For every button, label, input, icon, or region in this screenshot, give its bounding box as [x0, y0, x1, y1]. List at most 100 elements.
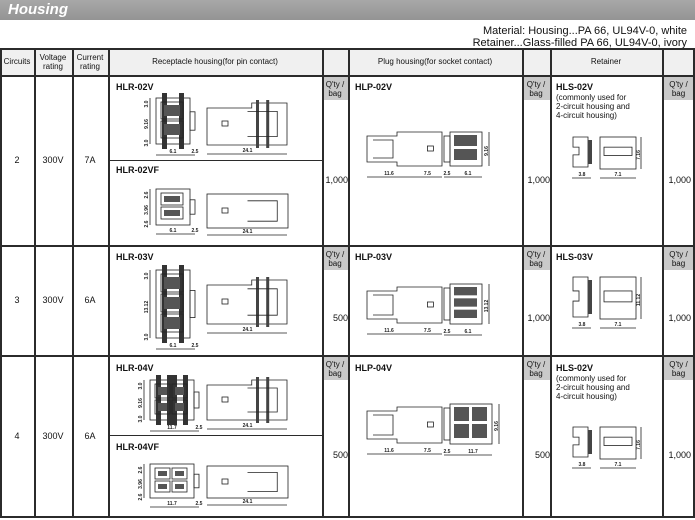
qty-header: Q'ty / bag [522, 245, 550, 270]
receptacle-qty: 1,000 [325, 175, 348, 185]
dimension-label: 3.96 [144, 205, 150, 215]
receptacle-qty: 500 [332, 450, 348, 460]
dimension-label: 2.5 [444, 329, 451, 335]
retainer-qty: 1,000 [668, 313, 691, 323]
retainer-note: (commonly used for [556, 374, 627, 383]
dimension-label: 3.0 [144, 100, 150, 107]
retainer-part-number: HLS-03V [556, 252, 594, 262]
column-divider [662, 48, 664, 516]
column-divider [72, 48, 74, 516]
dimension-label: 24.1 [243, 423, 253, 429]
dimension-label: 6.1 [170, 343, 177, 349]
retainer-front-view: 11.12 7.1 [599, 276, 642, 329]
retainer-part-number: HLS-02V [556, 363, 594, 373]
dimension-label: 13.12 [484, 300, 490, 313]
dimension-label: 3.8 [579, 462, 586, 468]
dimension-label: 24.1 [243, 229, 253, 235]
voltage-value: 300V [42, 155, 64, 165]
dimension-label: 7.5 [424, 171, 431, 177]
dimension-label: 2.6 [144, 191, 150, 198]
dimension-label: 11.7 [167, 501, 177, 507]
dimension-label: 6.1 [465, 171, 472, 177]
dimension-label: 7.1 [615, 322, 622, 328]
column-divider [348, 48, 350, 516]
dimension-label: 11.12 [636, 294, 642, 306]
qty-header: Q'ty / bag [522, 355, 550, 380]
dimension-label: 2.6 [138, 493, 144, 500]
retainer-part-number: HLS-02V [556, 82, 594, 92]
dimension-label: 2.5 [192, 149, 199, 155]
header-voltage: Voltage rating [39, 52, 67, 71]
circuits-value: 2 [14, 155, 20, 165]
dimension-label: 7.16 [636, 440, 642, 450]
material-housing: Material: Housing...PA 66, UL94V-0, whit… [482, 25, 687, 37]
receptacle-part-number: HLR-02VF [116, 165, 160, 175]
qty-header: Q'ty / bag [662, 245, 695, 270]
receptacle-side-view: 24.1 [206, 100, 288, 155]
header-current: Current rating [76, 52, 104, 71]
qty-header: Q'ty / bag [322, 245, 348, 270]
receptacle-side-view: 24.1 [206, 277, 288, 334]
dimension-label: 24.1 [243, 148, 253, 154]
receptacle-part-number: HLR-04VF [116, 442, 160, 452]
row-divider [0, 355, 695, 357]
sub-row-divider [108, 160, 322, 162]
column-divider [322, 48, 324, 516]
dimension-label: 3.8 [579, 322, 586, 328]
voltage-value: 300V [42, 430, 64, 441]
retainer-qty: 1,000 [668, 175, 691, 185]
dimension-label: 2.6 [144, 220, 150, 227]
voltage-value: 300V [42, 295, 64, 305]
plug-part-number: HLP-04V [355, 363, 393, 373]
dimension-label: 7.1 [615, 462, 622, 468]
current-value: 6A [84, 430, 96, 441]
table-header [0, 48, 695, 75]
row-divider [0, 516, 695, 518]
header-receptacle: Receptacle housing(for pin contact) [152, 57, 278, 66]
dimension-label: 3.0 [138, 382, 144, 389]
dimension-label: 11.6 [384, 171, 394, 177]
row-divider [0, 75, 695, 77]
section-title: Housing [8, 1, 68, 18]
qty-header: Q'ty / bag [662, 355, 695, 380]
dimension-label: 2.5 [444, 449, 451, 455]
dimension-label: 7.5 [424, 328, 431, 334]
receptacle-part-number: HLR-03V [116, 252, 154, 262]
dimension-label: 9.16 [494, 421, 500, 431]
dimension-label: 9.16 [144, 119, 150, 129]
current-value: 6A [84, 295, 96, 305]
plug-part-number: HLP-02V [355, 82, 393, 92]
column-divider [693, 48, 695, 516]
dimension-label: 11.7 [167, 425, 177, 431]
column-divider [108, 48, 110, 516]
dimension-label: 9.16 [484, 146, 490, 156]
header-plug: Plug housing(for socket contact) [377, 57, 493, 66]
receptacle-part-number: HLR-02V [116, 82, 154, 92]
circuits-value: 3 [14, 295, 20, 305]
dimension-label: 11.7 [468, 449, 478, 455]
plug-qty: 500 [534, 450, 550, 460]
receptacle-side-view: 24.1 [206, 377, 288, 430]
dimension-label: 6.1 [170, 228, 177, 234]
retainer-side-view: 3.8 [572, 426, 592, 469]
plug-qty: 1,000 [527, 175, 550, 185]
plug-part-number: HLP-03V [355, 252, 393, 262]
retainer-front-view: 7.167.1 [599, 136, 642, 179]
dimension-label: 9.16 [138, 398, 144, 408]
dimension-label: 11.6 [384, 448, 394, 454]
retainer-side-view: 3.8 [572, 276, 592, 329]
row-divider [0, 245, 695, 247]
plug-side-view: 11.6 7.5 [366, 131, 443, 178]
retainer-qty: 1,000 [668, 450, 691, 460]
dimension-label: 6.1 [465, 329, 472, 335]
dimension-label: 24.1 [243, 327, 253, 333]
section-title-bar: Housing [0, 0, 695, 20]
dimension-label: 2.5 [444, 171, 451, 177]
retainer-note: 2-circuit housing and [556, 102, 630, 111]
dimension-label: 7.1 [615, 172, 622, 178]
